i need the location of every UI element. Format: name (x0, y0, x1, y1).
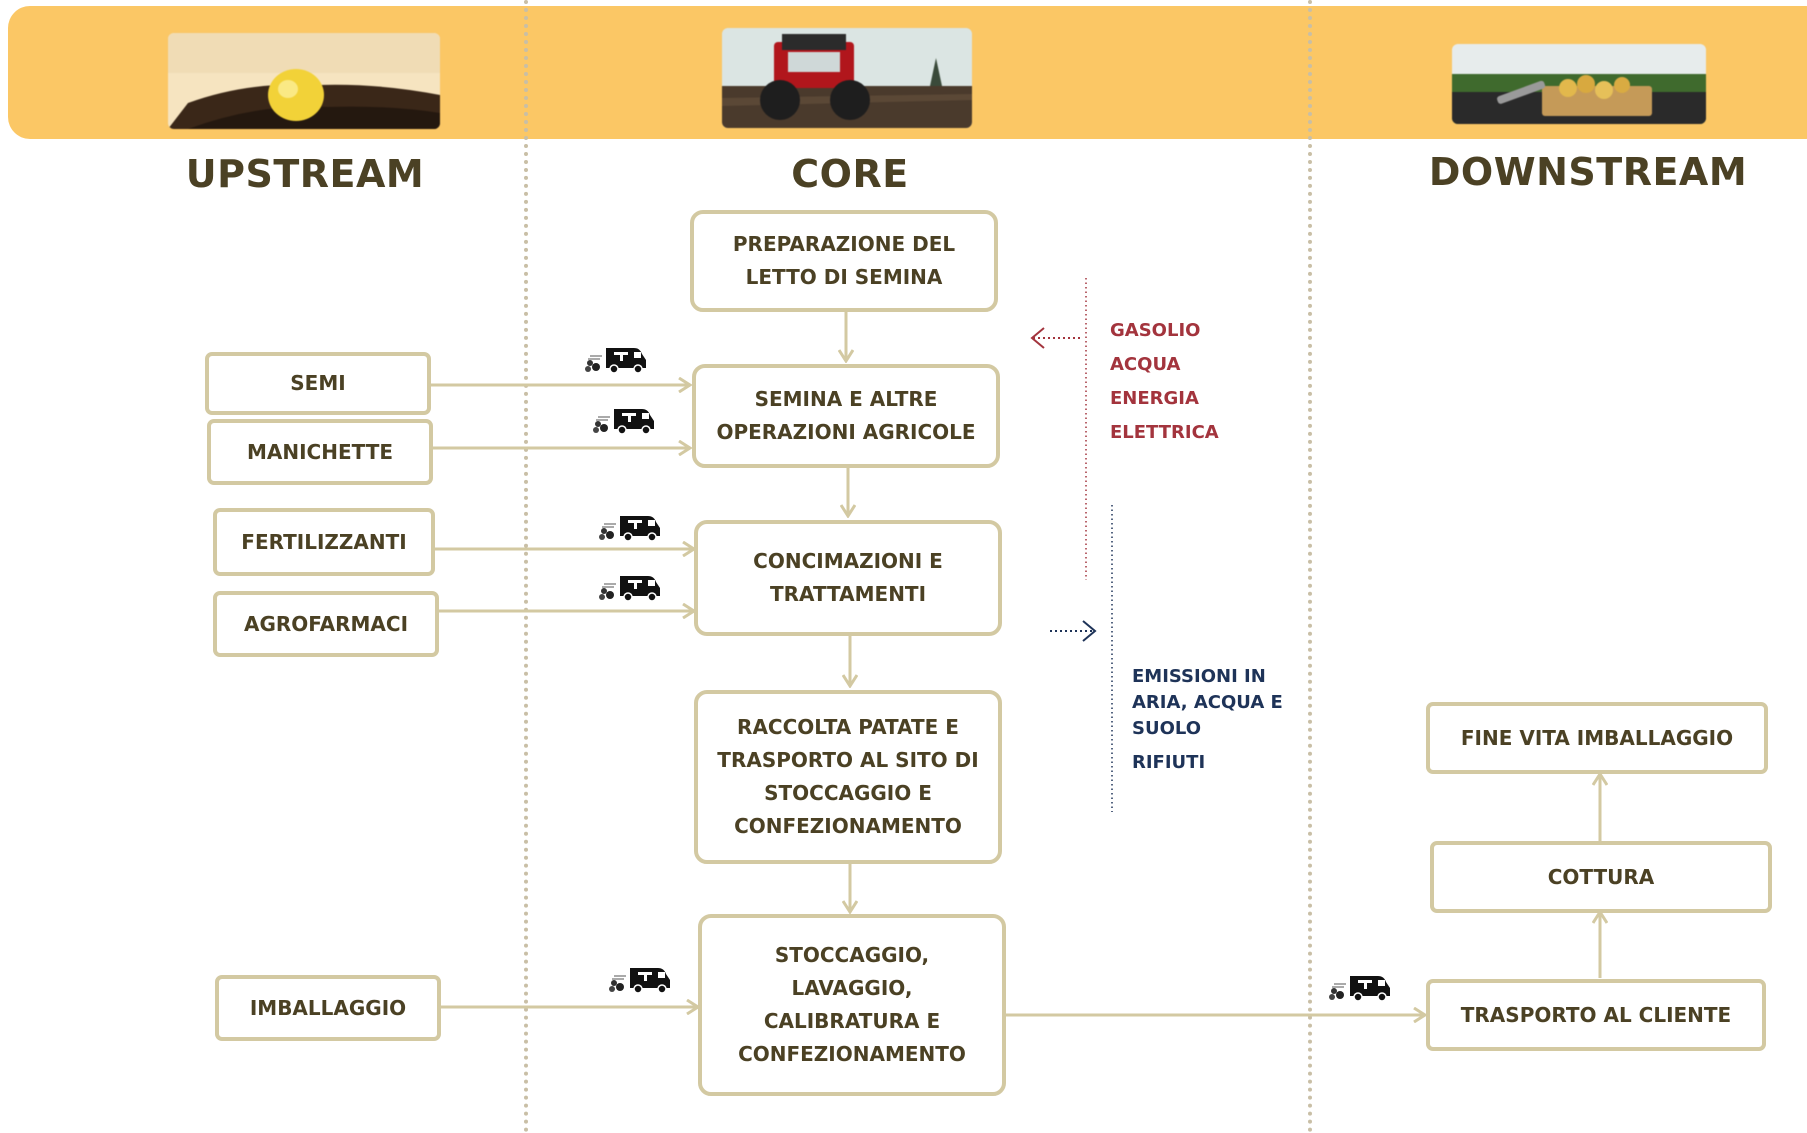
truck-icon (592, 408, 655, 435)
core-step-2: SEMINA E ALTRE OPERAZIONI AGRICOLE (692, 364, 1000, 468)
downstream-cottura: COTTURA (1430, 841, 1772, 913)
truck-icon (598, 515, 661, 542)
downstream-fine-vita: FINE VITA IMBALLAGGIO (1426, 702, 1768, 774)
input-agrofarmaci: AGROFARMACI (213, 591, 439, 657)
input-semi: SEMI (205, 352, 431, 415)
output-emissioni: EMISSIONI IN ARIA, ACQUA E SUOLO (1132, 666, 1283, 739)
seed-potato-photo (168, 33, 440, 129)
core-step-4: RACCOLTA PATATE E TRASPORTO AL SITO DI S… (694, 690, 1002, 864)
core-step-5: STOCCAGGIO, LAVAGGIO, CALIBRATURA E CONF… (698, 914, 1006, 1096)
input-manichette: MANICHETTE (207, 419, 433, 485)
section-title-core: CORE (791, 152, 909, 196)
tractor-photo (722, 28, 972, 128)
resource-acqua: ACQUA (1110, 354, 1181, 375)
input-fertilizzanti: FERTILIZZANTI (213, 508, 435, 576)
input-imballaggio: IMBALLAGGIO (215, 975, 441, 1041)
core-step-1: PREPARAZIONE DEL LETTO DI SEMINA (690, 210, 998, 312)
section-title-upstream: UPSTREAM (185, 152, 425, 196)
output-rifiuti: RIFIUTI (1132, 752, 1206, 773)
truck-icon (584, 347, 647, 374)
truck-icon (598, 575, 661, 602)
cooked-potatoes-photo (1452, 44, 1706, 124)
truck-icon (1328, 975, 1391, 1002)
resource-inputs: GASOLIO ACQUA ENERGIA ELETTRICA (1110, 314, 1310, 450)
divider-core-downstream (1308, 0, 1312, 1133)
process-outputs: EMISSIONI IN ARIA, ACQUA E SUOLO RIFIUTI (1132, 664, 1292, 776)
resource-energia: ENERGIA ELETTRICA (1110, 388, 1219, 443)
resource-gasolio: GASOLIO (1110, 320, 1201, 341)
downstream-trasporto: TRASPORTO AL CLIENTE (1426, 979, 1766, 1051)
truck-icon (608, 967, 671, 994)
section-title-downstream: DOWNSTREAM (1428, 150, 1748, 194)
divider-upstream-core (524, 0, 528, 1133)
core-step-3: CONCIMAZIONI E TRATTAMENTI (694, 520, 1002, 636)
